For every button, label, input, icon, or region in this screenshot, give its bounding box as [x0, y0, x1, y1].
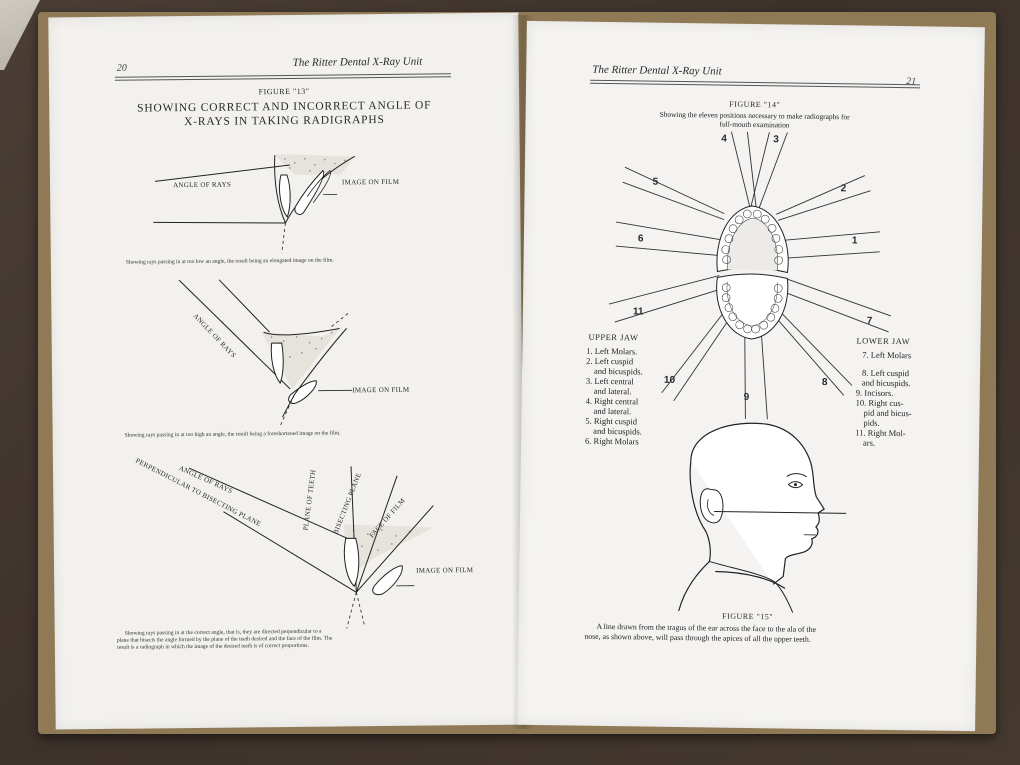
- upper-jaw-list: 1. Left Molars. 2. Left cuspid and bicus…: [585, 346, 676, 447]
- left-page: 20 The Ritter Dental X-Ray Unit FIGURE "…: [48, 13, 525, 730]
- position-9: 9: [744, 392, 750, 403]
- right-page: The Ritter Dental X-Ray Unit 21 FIGURE "…: [517, 21, 985, 731]
- page-number-left: 20: [117, 63, 127, 74]
- diagram2-caption: Showing rays passing in at too high an a…: [125, 430, 341, 438]
- running-head-left: The Ritter Dental X-Ray Unit: [293, 56, 423, 69]
- diagram3-caption-3: result is a radiograph in which the imag…: [117, 643, 309, 651]
- position-2: 2: [841, 183, 847, 194]
- lower-jaw-title: LOWER JAW: [856, 335, 910, 346]
- position-5: 5: [653, 177, 659, 188]
- upper-jaw-item: 6. Right Molars: [585, 436, 675, 447]
- figure-15-caption-2: nose, as shown above, will pass through …: [584, 632, 811, 644]
- position-8: 8: [822, 377, 828, 388]
- table-corner-object: [0, 0, 40, 70]
- figure-13-heading-2: X-RAYS IN TAKING RADIGRAPHS: [49, 113, 519, 130]
- position-7: 7: [867, 316, 873, 327]
- diagram1-image-label: IMAGE ON FILM: [342, 178, 399, 187]
- position-3: 3: [773, 134, 779, 145]
- diagram3-image-label: IMAGE ON FILM: [416, 566, 473, 575]
- diagram-low-angle: [145, 134, 376, 246]
- figure-13-label: FIGURE "13": [49, 85, 519, 99]
- figure-15-head-profile: [669, 421, 872, 614]
- diagram-high-angle: [171, 276, 373, 428]
- diagram2-image-label: IMAGE ON FILM: [352, 386, 409, 395]
- diagram1-angle-label: ANGLE OF RAYS: [173, 181, 231, 190]
- lower-jaw-item: 7. Left Molars: [856, 349, 946, 360]
- position-4: 4: [721, 134, 727, 145]
- position-11: 11: [633, 306, 644, 317]
- position-6: 6: [638, 233, 644, 244]
- position-1: 1: [852, 235, 858, 246]
- figure-15-label: FIGURE "15": [519, 609, 977, 624]
- upper-jaw-title: UPPER JAW: [588, 332, 638, 343]
- diagram1-caption: Showing rays passing in at too low an an…: [126, 258, 334, 266]
